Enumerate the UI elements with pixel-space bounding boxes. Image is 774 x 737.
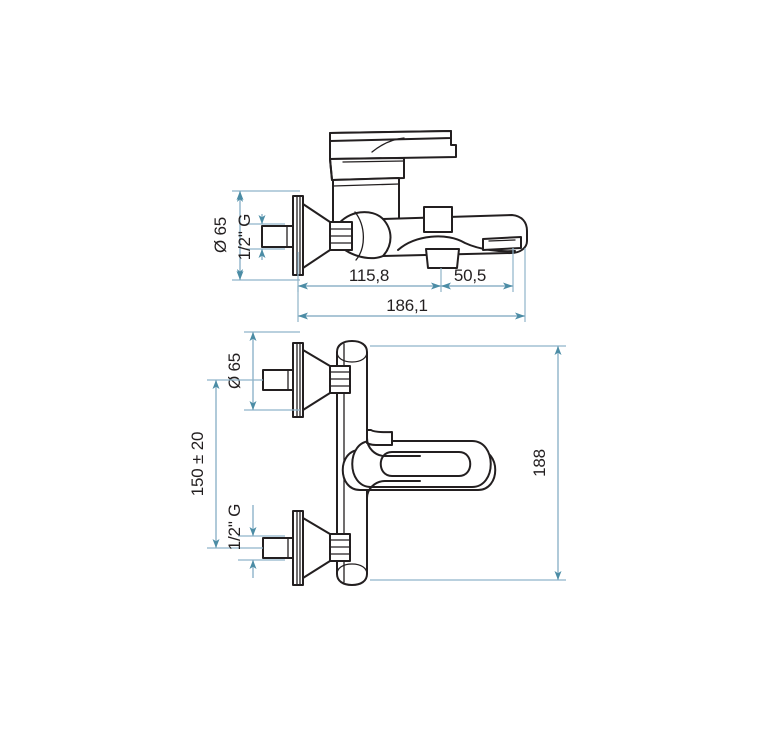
front-view-lower-flange xyxy=(262,510,351,586)
dimension-thread-top: 1/2" G xyxy=(235,214,285,260)
dim-label-thread-front: 1/2" G xyxy=(225,504,244,550)
dimension-thread-front: 1/2" G xyxy=(225,504,285,578)
dimension-length-505: 50,5 xyxy=(441,248,514,292)
dim-label-length-1158: 115,8 xyxy=(349,266,389,285)
front-view-spout xyxy=(341,440,497,491)
side-view-wall-flange xyxy=(261,195,353,276)
dim-label-length-505: 50,5 xyxy=(454,266,486,285)
side-view-spout-outlet xyxy=(482,236,522,251)
dim-label-centres-150: 150 ± 20 xyxy=(188,432,207,496)
front-view-upper-flange xyxy=(262,342,351,418)
side-view-group: Ø 65 1/2" G 115,8 xyxy=(211,130,528,322)
dim-label-dia-65-front: Ø 65 xyxy=(225,353,244,389)
dim-label-thread-top: 1/2" G xyxy=(235,214,254,260)
side-view-lever-handle xyxy=(329,130,457,181)
dimension-length-1158: 115,8 xyxy=(297,252,442,292)
dim-label-height-188: 188 xyxy=(530,449,549,477)
dimension-dia-65-top: Ø 65 xyxy=(211,190,300,281)
side-view-body-stud xyxy=(423,206,453,233)
dimension-centres-150: 150 ± 20 xyxy=(188,379,263,549)
dim-label-dia-65-top: Ø 65 xyxy=(211,217,230,253)
front-view-group: Ø 65 150 ± 20 1/2" G xyxy=(188,331,566,586)
side-view-body xyxy=(336,211,528,261)
side-view-spout-underside xyxy=(397,235,516,253)
front-view-lever-arm xyxy=(366,429,421,499)
side-view-diverter-knob xyxy=(425,248,460,269)
dimension-length-1861: 186,1 xyxy=(297,248,526,322)
dim-label-length-1861: 186,1 xyxy=(386,296,428,315)
dimension-height-188: 188 xyxy=(370,345,566,581)
